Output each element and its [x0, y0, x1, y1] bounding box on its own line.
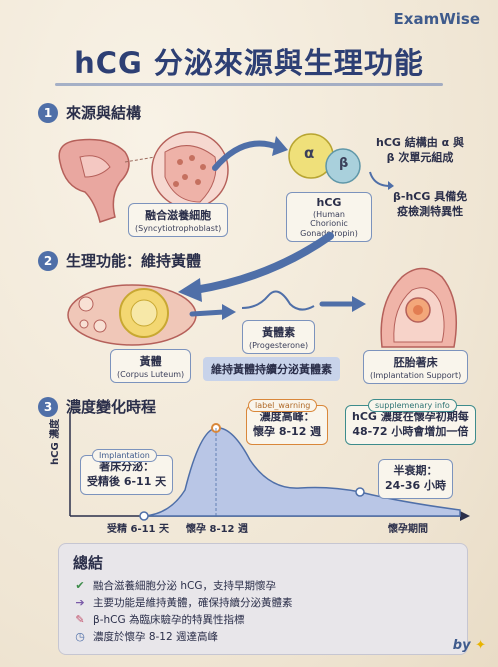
- peak-callout-line1: 濃度高峰：: [259, 410, 315, 423]
- doubling-callout-line2: 48-72 小時會增加一倍: [352, 424, 469, 438]
- section1-heading: 1 來源與結構: [38, 102, 141, 123]
- arrow-to-note2: [369, 171, 394, 190]
- arrow-icon: ➔: [75, 596, 85, 609]
- byline: by ✦: [453, 638, 486, 653]
- byline-text: by: [452, 638, 471, 653]
- summary-item: ◷ 濃度於懷孕 8-12 週達高峰: [73, 628, 453, 645]
- hcg-molecule: [288, 133, 361, 184]
- luteum-label-text: 黃體: [139, 355, 162, 368]
- summary-title: 總結: [73, 554, 104, 572]
- arrow-to-hcg: [212, 136, 288, 171]
- implantation-illustration: [380, 267, 457, 348]
- implant-label-text: 胚胎著床: [393, 356, 438, 369]
- progesterone-wave: [241, 290, 315, 311]
- peak-tag: label_warning: [248, 399, 318, 412]
- half-life-point: [355, 487, 365, 497]
- structure-note: hCG 結構由 α 與 β 次單元組成: [376, 135, 464, 166]
- peak-callout: 濃度高峰： 懷孕 8-12 週: [246, 405, 329, 445]
- x-tick-implantation: 受精 6-11 天: [107, 524, 169, 535]
- hcg-label-text: hCG: [316, 196, 342, 209]
- summary-item: ✔ 融合滋養細胞分泌 hCG，支持早期懷孕: [73, 577, 453, 594]
- section2-heading: 2 生理功能：維持黃體: [38, 250, 201, 271]
- section3-heading: 3 濃度變化時程: [38, 396, 156, 417]
- half-life-line2: 24-36 小時: [385, 478, 447, 492]
- section3-number: 3: [38, 396, 58, 417]
- implant-callout-line2: 受精後 6-11 天: [87, 474, 167, 488]
- section1-number: 1: [38, 102, 58, 123]
- implant-callout-line1: 著床分泌：: [99, 460, 155, 473]
- section2-number: 2: [38, 250, 58, 271]
- implantation-point: [139, 511, 149, 521]
- arrow-luteum-to-progesterone: [189, 304, 236, 320]
- summary-item: ✎ β-hCG 為臨床驗孕的特異性指標: [73, 611, 453, 628]
- summary-item-text: 濃度於懷孕 8-12 週達高峰: [93, 631, 219, 643]
- progesterone-label-text: 黃體素: [262, 326, 296, 339]
- test-strip-icon: ✎: [75, 613, 85, 626]
- supplementary-tag: supplemenary info: [368, 399, 457, 412]
- summary-item-text: 主要功能是維持黃體，確保持續分泌黃體素: [93, 597, 293, 609]
- implantation-tag: Implantation: [92, 449, 157, 462]
- x-axis-arrow: [460, 511, 470, 521]
- cell-label-text: 融合滋養細胞: [145, 209, 212, 222]
- arrow-progesterone-to-implant: [319, 296, 366, 312]
- author-logo-icon: ✦: [475, 638, 486, 653]
- y-axis-label: hCG 濃度: [50, 418, 61, 465]
- syncytiotrophoblast-label: 融合滋養細胞 (Syncytiotrophoblast): [128, 203, 229, 237]
- specificity-note: β-hCG 具備免 疫檢測特異性: [393, 189, 467, 220]
- alpha-subunit: α: [304, 144, 315, 162]
- page-title: hCG 分泌來源與生理功能: [74, 46, 424, 80]
- luteum-maintenance-highlight: 維持黃體持續分泌黃體素: [203, 357, 340, 381]
- check-icon: ✔: [75, 579, 85, 592]
- specificity-note-line2: 疫檢測特異性: [397, 205, 464, 219]
- implant-label-sub: (Implantation Support): [370, 371, 462, 380]
- hcg-label-sub1: (Human Chorionic: [310, 210, 348, 228]
- summary-item: ➔ 主要功能是維持黃體，確保持續分泌黃體素: [73, 594, 453, 611]
- section2-title: 生理功能：維持黃體: [66, 252, 202, 270]
- x-axis-label: 懷孕期間: [388, 524, 428, 535]
- progesterone-label-sub: (Progesterone): [249, 341, 309, 350]
- peak-callout-line2: 懷孕 8-12 週: [253, 424, 322, 438]
- progesterone-label: 黃體素 (Progesterone): [242, 320, 316, 354]
- corpus-luteum-illustration: [67, 284, 197, 346]
- clock-icon: ◷: [75, 630, 85, 643]
- structure-note-line1: hCG 結構由 α 與: [376, 136, 464, 149]
- title-underline: [55, 83, 443, 86]
- summary-panel: 總結 ✔ 融合滋養細胞分泌 hCG，支持早期懷孕 ➔ 主要功能是維持黃體，確保持…: [58, 543, 468, 655]
- x-tick-peak: 懷孕 8-12 週: [186, 524, 248, 535]
- summary-item-text: β-hCG 為臨床驗孕的特異性指標: [93, 614, 245, 626]
- cell-label-sub: (Syncytiotrophoblast): [135, 224, 222, 233]
- half-life-line1: 半衰期：: [393, 464, 438, 477]
- implantation-label: 胚胎著床 (Implantation Support): [363, 350, 469, 384]
- summary-item-text: 融合滋養細胞分泌 hCG，支持早期懷孕: [93, 580, 276, 592]
- uterus-cell-illustration: [58, 131, 229, 223]
- structure-note-line2: β 次單元組成: [386, 151, 454, 165]
- beta-subunit: β: [339, 156, 349, 171]
- arrow-to-luteum: [178, 232, 334, 302]
- section1-title: 來源與結構: [66, 104, 142, 122]
- half-life-callout: 半衰期： 24-36 小時: [378, 459, 454, 499]
- corpus-luteum-label: 黃體 (Corpus Luteum): [110, 349, 192, 383]
- brand-logo: ExamWise: [393, 10, 480, 28]
- luteum-label-sub: (Corpus Luteum): [117, 370, 185, 379]
- doubling-callout-line1: hCG 濃度在懷孕初期每: [352, 410, 469, 423]
- specificity-note-line1: β-hCG 具備免: [393, 190, 468, 203]
- section3-title: 濃度變化時程: [66, 398, 157, 416]
